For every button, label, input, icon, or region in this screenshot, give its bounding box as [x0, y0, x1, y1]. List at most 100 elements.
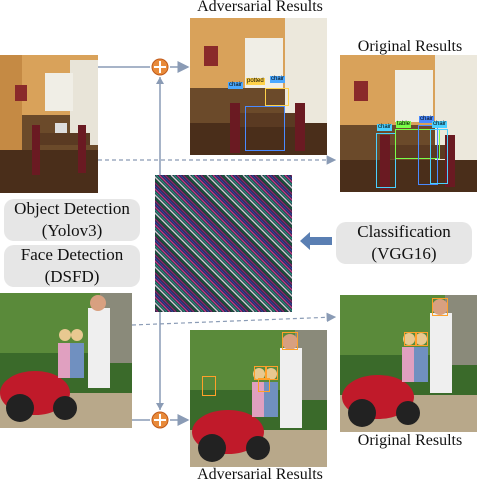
- noise-stripe: [215, 175, 292, 252]
- noise-stripe: [155, 260, 207, 312]
- noise-stripe: [239, 175, 292, 228]
- dashed-arrow-bottom-original: [131, 312, 337, 326]
- face-box: [202, 376, 216, 396]
- adversarial-results-top-label: Adversarial Results: [197, 0, 323, 15]
- noise-stripe: [155, 194, 273, 312]
- noise-stripe: [176, 175, 292, 291]
- noise-stripe: [155, 281, 186, 312]
- noise-stripe: [209, 175, 292, 258]
- noise-stripe: [155, 206, 261, 312]
- noise-stripe: [155, 185, 282, 312]
- noise-stripe: [218, 175, 292, 249]
- noise-stripe: [203, 175, 292, 264]
- detection-box: [376, 133, 396, 188]
- noise-stripe: [254, 175, 292, 213]
- noise-stripe: [170, 175, 292, 297]
- noise-stripe: [167, 175, 292, 300]
- original-bottom-image: [340, 295, 477, 432]
- face-box: [258, 378, 270, 392]
- noise-stripe: [155, 239, 228, 312]
- noise-stripe: [155, 197, 270, 312]
- noise-stripe: [155, 227, 240, 312]
- detection-box: [430, 129, 448, 184]
- noise-stripe: [155, 236, 231, 312]
- classification-title: Classification: [357, 222, 451, 241]
- object-detection-box: Object Detection (Yolov3): [4, 199, 140, 241]
- detection-tag: potted: [246, 78, 265, 85]
- adversarial-results-bottom-label: Adversarial Results: [197, 466, 323, 483]
- noise-stripe: [230, 175, 292, 237]
- circled-plus-icon: [151, 411, 169, 429]
- noise-stripe: [251, 175, 292, 216]
- object-detection-model: (Yolov3): [41, 221, 103, 240]
- noise-stripe: [257, 175, 292, 210]
- noise-stripe: [224, 175, 292, 243]
- noise-stripe: [155, 242, 225, 312]
- noise-stripe: [233, 175, 292, 234]
- detection-tag: chair: [377, 124, 393, 131]
- noise-stripe: [155, 284, 183, 312]
- face-box: [266, 366, 278, 380]
- noise-stripe: [155, 230, 237, 312]
- noise-stripe: [155, 176, 291, 312]
- noise-stripe: [155, 254, 213, 312]
- noise-stripe: [155, 251, 216, 312]
- noise-stripe: [236, 175, 292, 231]
- noise-stripe: [155, 221, 246, 312]
- noise-stripe: [227, 175, 292, 240]
- input-family-image: [0, 293, 132, 428]
- noise-stripe: [155, 218, 249, 312]
- face-box: [416, 332, 428, 346]
- detection-tag: table: [396, 121, 412, 128]
- noise-stripe: [221, 175, 292, 246]
- noise-stripe: [155, 175, 292, 312]
- original-results-bottom-label: Original Results: [357, 432, 463, 449]
- noise-stripe: [155, 233, 234, 312]
- noise-stripe: [155, 215, 252, 312]
- noise-stripe: [179, 175, 292, 288]
- noise-stripe: [197, 175, 292, 270]
- classification-box: Classification (VGG16): [336, 222, 472, 264]
- noise-stripe: [155, 287, 180, 312]
- noise-stripe: [155, 245, 222, 312]
- face-detection-model: (DSFD): [44, 267, 100, 286]
- noise-stripe: [155, 272, 195, 312]
- original-top-image: chair table chair chair: [340, 55, 477, 192]
- noise-stripe: [155, 188, 279, 312]
- noise-stripe: [266, 175, 292, 201]
- noise-stripe: [155, 275, 192, 312]
- blue-block-arrow-icon: [300, 232, 332, 250]
- detection-box: [245, 106, 285, 151]
- noise-stripe: [155, 278, 189, 312]
- noise-stripe: [161, 175, 292, 306]
- classification-model: (VGG16): [371, 244, 437, 263]
- face-box: [432, 298, 448, 316]
- noise-stripe: [155, 266, 201, 312]
- detection-box: [418, 125, 438, 185]
- noise-stripe: [212, 175, 292, 255]
- noise-stripe: [155, 212, 255, 312]
- noise-stripe: [206, 175, 292, 261]
- noise-stripe: [155, 203, 264, 312]
- adversarial-top-image: potted chair chair: [190, 18, 327, 155]
- noise-stripe: [182, 175, 292, 285]
- adversarial-bottom-image: [190, 330, 327, 467]
- noise-stripe: [263, 175, 292, 204]
- noise-stripe: [155, 263, 204, 312]
- noise-stripe: [155, 209, 258, 312]
- face-box: [282, 332, 298, 350]
- noise-stripe: [155, 269, 198, 312]
- detection-tag: chair: [228, 82, 244, 89]
- noise-stripe: [155, 224, 243, 312]
- noise-stripe: [155, 179, 288, 312]
- object-detection-title: Object Detection: [14, 199, 130, 218]
- noise-stripe: [248, 175, 292, 219]
- face-detection-title: Face Detection: [20, 245, 124, 264]
- noise-stripe: [158, 175, 292, 309]
- detection-tag: chair: [419, 116, 435, 123]
- noise-stripe: [194, 175, 292, 273]
- detection-tag: chair: [432, 121, 448, 128]
- detection-box: [265, 88, 289, 106]
- detection-box: [395, 129, 440, 159]
- noise-stripe: [200, 175, 292, 267]
